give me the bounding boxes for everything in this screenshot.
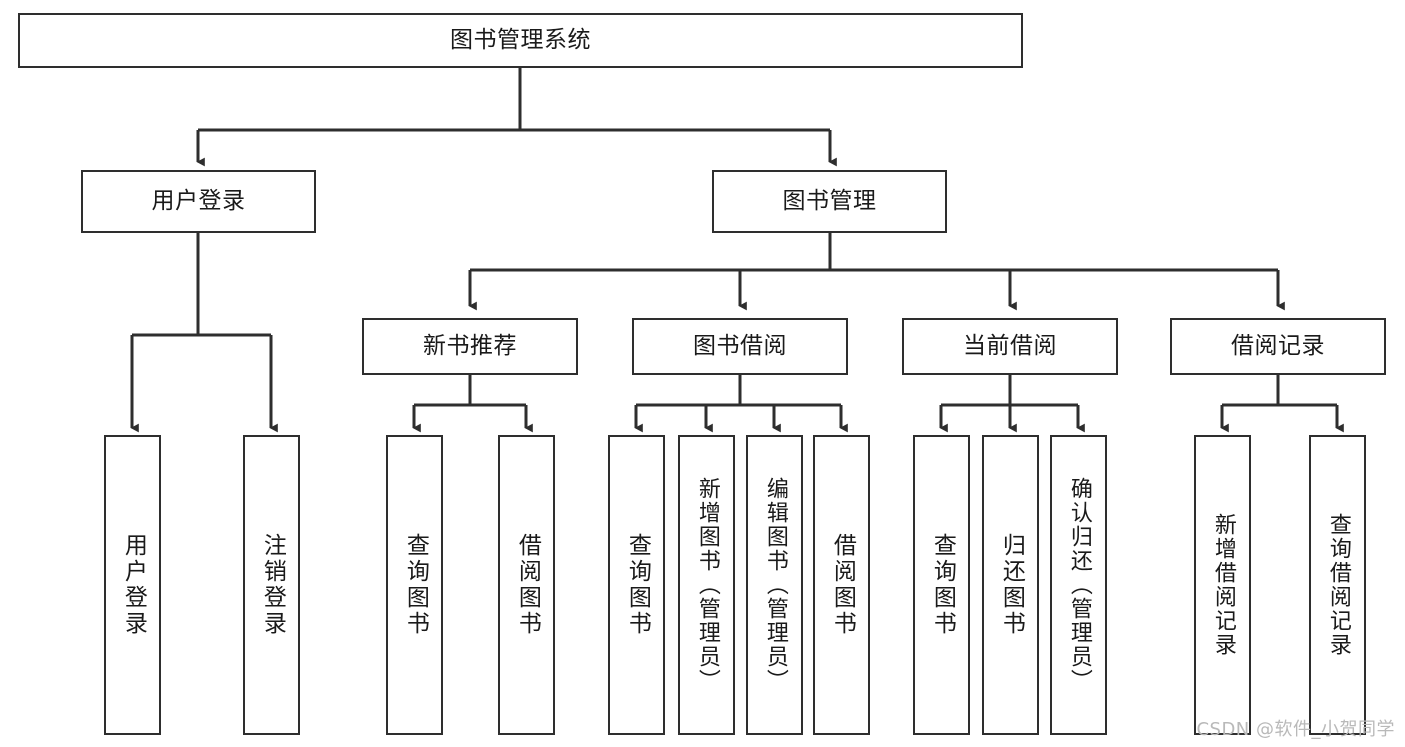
node-label: 图书借阅	[693, 332, 787, 359]
node-book-management[interactable]: 图书管理	[712, 170, 947, 233]
leaf-add-borrow-record[interactable]: 新增借阅记录	[1194, 435, 1251, 735]
leaf-borrow-book-recommendation[interactable]: 借阅图书	[498, 435, 555, 735]
leaf-confirm-return-admin[interactable]: 确认归还（管理员）	[1050, 435, 1107, 735]
node-label: 新增借阅记录	[1210, 513, 1236, 657]
node-label: 新增图书（管理员）	[694, 477, 720, 693]
watermark: CSDN @软件_小贺同学	[1196, 719, 1395, 740]
leaf-query-borrow-record[interactable]: 查询借阅记录	[1309, 435, 1366, 735]
node-label: 用户登录	[120, 533, 147, 637]
node-label: 图书管理	[782, 187, 877, 214]
leaf-query-book-current[interactable]: 查询图书	[913, 435, 970, 735]
leaf-return-book[interactable]: 归还图书	[982, 435, 1039, 735]
node-root-system[interactable]: 图书管理系统	[18, 13, 1023, 68]
node-label: 用户登录	[151, 187, 246, 214]
node-borrow-records[interactable]: 借阅记录	[1170, 318, 1386, 375]
node-label: 查询借阅记录	[1325, 513, 1351, 657]
node-user-login[interactable]: 用户登录	[81, 170, 316, 233]
node-book-borrowing[interactable]: 图书借阅	[632, 318, 848, 375]
leaf-query-book-borrowing[interactable]: 查询图书	[608, 435, 665, 735]
node-label: 归还图书	[998, 533, 1025, 637]
node-label: 注销登录	[259, 533, 286, 637]
node-new-book-recommendation[interactable]: 新书推荐	[362, 318, 578, 375]
node-label: 借阅图书	[829, 533, 856, 637]
leaf-logout[interactable]: 注销登录	[243, 435, 300, 735]
node-label: 确认归还（管理员）	[1066, 477, 1092, 693]
node-label: 查询图书	[929, 533, 956, 637]
leaf-edit-book-admin[interactable]: 编辑图书（管理员）	[746, 435, 803, 735]
node-label: 查询图书	[402, 533, 429, 637]
leaf-user-login[interactable]: 用户登录	[104, 435, 161, 735]
leaf-query-book-recommendation[interactable]: 查询图书	[386, 435, 443, 735]
node-label: 图书管理系统	[450, 26, 591, 53]
leaf-borrow-book-borrowing[interactable]: 借阅图书	[813, 435, 870, 735]
node-label: 借阅图书	[514, 533, 541, 637]
node-label: 当前借阅	[963, 332, 1057, 359]
node-label: 编辑图书（管理员）	[762, 477, 788, 693]
node-label: 新书推荐	[423, 332, 517, 359]
node-label: 借阅记录	[1231, 332, 1325, 359]
node-label: 查询图书	[624, 533, 651, 637]
node-current-borrowing[interactable]: 当前借阅	[902, 318, 1118, 375]
leaf-add-book-admin[interactable]: 新增图书（管理员）	[678, 435, 735, 735]
